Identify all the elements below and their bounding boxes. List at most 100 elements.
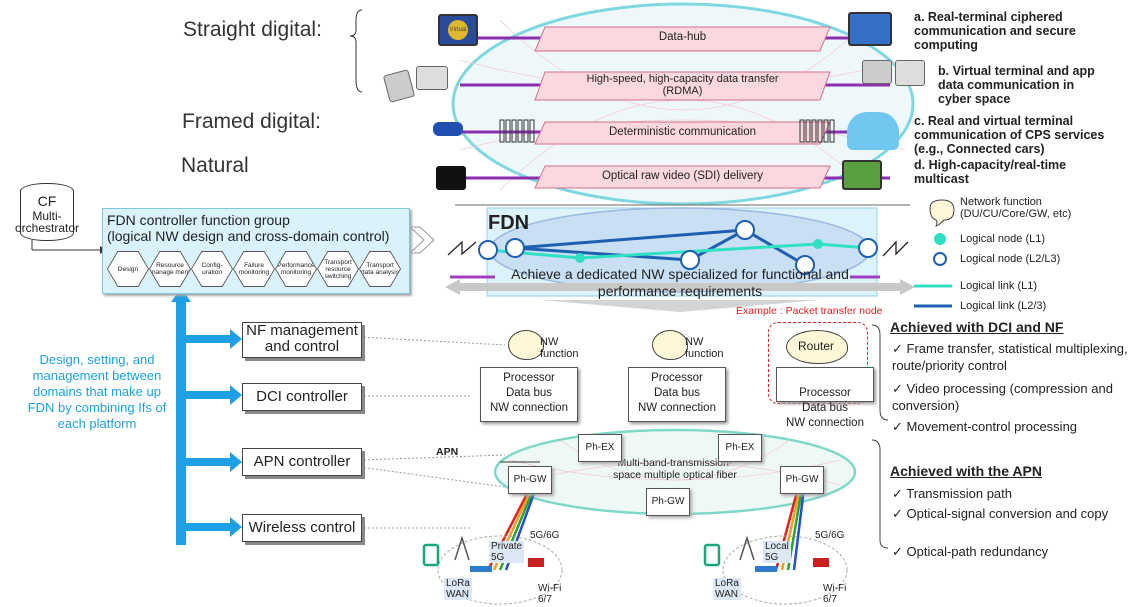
pipe-label-deterministic: Deterministic communication	[609, 126, 756, 138]
apn-label: APN	[436, 446, 459, 458]
label-straight-digital: Straight digital:	[183, 18, 322, 41]
5g6g-label: 5G/6G	[815, 530, 845, 541]
tablet-icon	[703, 543, 721, 567]
dotted-pointers	[359, 336, 506, 529]
monitor-label: Virtual	[448, 20, 468, 40]
router-processor-box: Processor Data bus NW connection	[776, 367, 874, 429]
legend-cloud-icon	[929, 199, 955, 227]
example-highlight	[768, 322, 868, 404]
frames-left	[499, 119, 535, 143]
disk-icon	[416, 66, 448, 90]
nw-function-cloud-icon	[508, 330, 544, 360]
chevron-arrow	[408, 226, 435, 254]
cf-orchestrator-label: Multi- orchestrator	[15, 209, 80, 235]
tablet-icon	[422, 543, 440, 567]
router-cloud-icon	[786, 330, 848, 364]
function-design[interactable]: Design	[107, 251, 149, 287]
tractor-icon	[528, 558, 829, 567]
nw-function-label: NW function	[685, 336, 724, 360]
legend-l23-node-icon	[933, 252, 947, 266]
node-l23	[858, 238, 878, 258]
ph-ex-node: Ph-EX	[578, 434, 622, 462]
funnel	[540, 300, 820, 312]
right-item-b: b. Virtual terminal and app data communi…	[938, 64, 1095, 106]
achieved-apn-item: ✓ Optical-path redundancy	[892, 544, 1049, 559]
nw-function-cloud-icon	[652, 330, 688, 360]
function-failure-monitoring[interactable]: Failure monitoring	[233, 251, 275, 287]
cf-label: CF	[37, 193, 57, 209]
fdn-controller-title: FDN controller function group (logical N…	[107, 212, 390, 244]
wireless-controller[interactable]: Wireless control	[242, 514, 362, 542]
wifi-label: Wi-Fi 6/7	[823, 583, 847, 605]
monitor-icon	[848, 12, 892, 46]
lora-wan-label: LoRa WAN	[444, 578, 472, 600]
label-framed-digital: Framed digital:	[182, 110, 321, 133]
legend-logical-node-l1: Logical node (L1)	[960, 233, 1046, 245]
achieved-dci-item: ✓ Frame transfer, statistical multiplexi…	[892, 341, 1128, 373]
legend-network-function: Network function (DU/CU/Core/GW, etc)	[960, 196, 1072, 220]
wireless-cloud-left	[437, 535, 563, 605]
zigzag-left	[447, 240, 477, 256]
achieved-apn-item: ✓ Transmission path	[892, 486, 1013, 501]
nw-function-label: NW function	[540, 336, 579, 360]
achieved-dci-title: Achieved with DCI and NF	[890, 319, 1064, 335]
function-transport-data-analysis[interactable]: Transport data analysis	[359, 251, 401, 287]
bus-arrowhead	[171, 288, 191, 302]
monitor-icon: Virtual	[438, 14, 478, 46]
pipe-deterministic	[534, 121, 831, 145]
bracket-dci	[871, 324, 889, 421]
pipe-label-sdi: Optical raw video (SDI) delivery	[601, 170, 764, 182]
app-ellipse	[451, 2, 915, 206]
cf-database: CF Multi- orchestrator	[15, 183, 79, 241]
disk-icon	[895, 60, 925, 86]
node-l23	[505, 238, 525, 258]
node-l23	[795, 255, 815, 275]
router-box-text: Processor Data bus NW connection	[786, 387, 864, 429]
ph-gw-node: Ph-GW	[646, 488, 690, 516]
router-label: Router	[798, 339, 835, 353]
right-item-a: a. Real-terminal ciphered communication …	[914, 10, 1076, 52]
processor-box: Processor Data bus NW connection	[628, 367, 726, 422]
right-item-d: d. High-capacity/real-time multicast	[914, 158, 1067, 186]
zigzag-right	[882, 240, 909, 257]
nf-management-controller[interactable]: NF management and control	[242, 322, 362, 358]
ph-ex-node: Ph-EX	[718, 434, 762, 462]
example-label: Example : Packet transfer node	[736, 305, 883, 317]
fdn-label: FDN	[488, 212, 530, 234]
pipe-rdma	[534, 71, 831, 101]
tv-icon	[842, 160, 882, 190]
legend-l1-node-icon	[934, 233, 946, 245]
fdn-description: Achieve a dedicated NW specialized for f…	[511, 266, 849, 299]
apn-controller[interactable]: APN controller	[242, 448, 362, 476]
ph-gw-node: Ph-GW	[780, 466, 824, 494]
legend-logical-link-l23: Logical link (L2/3)	[960, 300, 1047, 312]
node-l23	[680, 250, 700, 270]
dci-controller[interactable]: DCI controller	[242, 383, 362, 411]
wifi-label: Wi-Fi 6/7	[538, 583, 562, 605]
function-configuration[interactable]: Config-uration	[191, 251, 233, 287]
achieved-dci-item: ✓ Video processing (compression and conv…	[892, 381, 1113, 413]
label-natural: Natural	[181, 154, 249, 177]
right-item-c: c. Real and virtual terminal communicati…	[914, 114, 1105, 156]
brace	[349, 9, 363, 93]
side-note: Design, setting, and management between …	[27, 352, 167, 431]
function-resource-management[interactable]: Resource manage ment	[149, 251, 191, 287]
connected-car-icon	[847, 112, 899, 150]
ph-gw-node: Ph-GW	[508, 466, 552, 494]
function-transport-resource-switching[interactable]: Transport resource switching	[317, 251, 359, 287]
antenna-icon	[454, 535, 755, 561]
pipe-label-datahub: Data-hub	[658, 31, 707, 43]
node-l1	[813, 239, 823, 249]
local-5g-label: Local 5G	[763, 541, 791, 563]
5g6g-label: 5G/6G	[530, 530, 560, 541]
pipe-datahub	[534, 26, 831, 52]
node-l23	[478, 240, 498, 260]
lora-wan-label: LoRa WAN	[713, 578, 741, 600]
legend-logical-node-l23: Logical node (L2/L3)	[960, 253, 1061, 265]
frames-right	[799, 119, 835, 143]
node-l23	[735, 220, 755, 240]
pipe-sdi	[534, 165, 831, 189]
function-performance-monitoring[interactable]: Performance monitoring	[275, 251, 317, 287]
control-bus	[176, 300, 186, 545]
